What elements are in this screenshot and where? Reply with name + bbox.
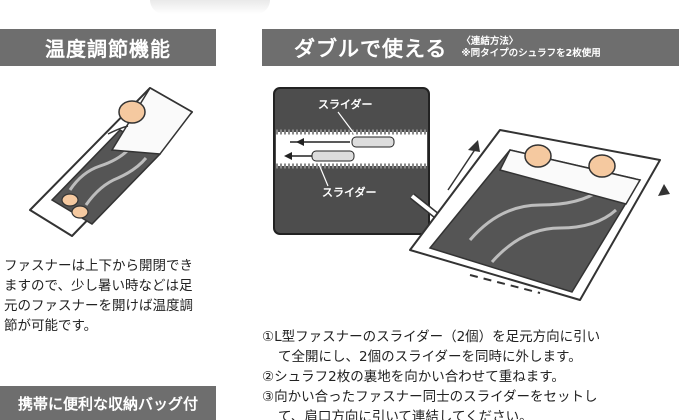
sleeper-head [118, 100, 146, 124]
step-line: ③向かい合ったファスナー同士のスライダーをセットし [262, 389, 598, 405]
slider-label-bottom: スライダー [322, 185, 377, 199]
double-sleeping-bag-illustration [409, 129, 670, 301]
temperature-description: ファスナーは上下から開閉でき ますので、少し暑い時などは足 元のファスナーを開け… [4, 256, 226, 336]
storage-bag-title: 携帯に便利な収納バッグ付 [17, 394, 198, 413]
zipper-slider [311, 150, 355, 162]
top-decoration [150, 0, 270, 14]
description-line: 元のファスナーを開けば温度調 [4, 298, 193, 314]
connection-note-text: ※同タイプのシュラフを2枚使用 [461, 47, 601, 59]
arrow-down-icon [658, 184, 670, 196]
sleeper-head [588, 154, 616, 178]
description-line: ますので、少し暑い時などは足 [4, 278, 193, 294]
description-line: ファスナーは上下から開閉でき [4, 258, 193, 274]
single-sleeping-bag-illustration [29, 86, 194, 237]
arrow-left-icon [296, 138, 304, 146]
temperature-banner: 温度調節機能 [0, 29, 216, 66]
description-line: 節が可能です。 [4, 318, 98, 334]
step-line: ①L型ファスナーのスライダー（2個）を足元方向に引い [262, 329, 601, 345]
arrow-left-icon [284, 152, 292, 160]
double-use-title: ダブルで使える [294, 36, 448, 61]
storage-bag-banner: 携帯に便利な収納バッグ付 [0, 386, 216, 420]
zipper-detail-panel: スライダー スライダー [273, 87, 430, 235]
sleeper-head [524, 144, 552, 168]
step-line: て、肩口方向に引いて連結してください。 [278, 409, 533, 420]
double-use-banner: ダブルで使える 〈連結方法〉 ※同タイプのシュラフを2枚使用 [262, 29, 679, 66]
connection-note: 〈連結方法〉 ※同タイプのシュラフを2枚使用 [461, 36, 600, 60]
connection-steps: ①L型ファスナーのスライダー（2個）を足元方向に引い て全開にし、2個のスライダ… [262, 327, 679, 420]
sleeper-foot [61, 193, 79, 207]
arrow-up-icon [468, 140, 480, 152]
connection-note-heading: 〈連結方法〉 [461, 35, 519, 47]
sleeper-foot [71, 205, 89, 219]
step-line: ②シュラフ2枚の裏地を向かい合わせて重ねます。 [262, 369, 565, 385]
temperature-title: 温度調節機能 [45, 37, 171, 61]
zipper-slider [351, 136, 395, 148]
step-line: て全開にし、2個のスライダーを同時に外します。 [278, 349, 582, 365]
slider-label-top: スライダー [318, 97, 373, 111]
